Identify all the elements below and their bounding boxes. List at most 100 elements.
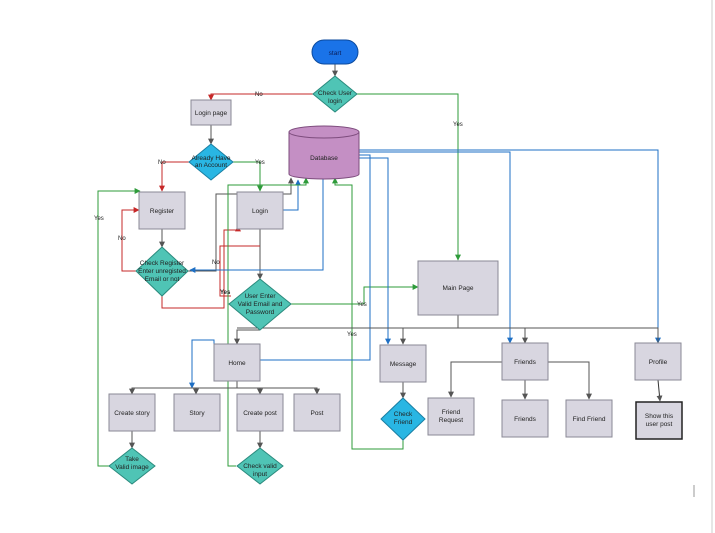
user-enter-valid-line1: User Enter <box>244 293 276 300</box>
create-post-node[interactable]: Create post <box>236 393 284 432</box>
edge-db-friends <box>358 151 513 344</box>
friends-label: Friends <box>514 359 536 366</box>
edge-already-register <box>159 161 189 192</box>
create-post-label: Create post <box>243 410 277 417</box>
edge-login-db <box>283 179 301 211</box>
friends-node[interactable]: Friends <box>501 342 549 381</box>
edge-takeimage-register <box>97 188 141 467</box>
edge-checkreg-register-no <box>121 207 140 272</box>
edge-home-children <box>129 381 238 395</box>
show-user-post-line2: user post <box>646 421 673 428</box>
database-label: Database <box>310 155 338 162</box>
edge-friends-find <box>548 361 592 400</box>
friends-list-node[interactable]: Friends <box>501 399 549 438</box>
check-user-login-line2: login <box>328 98 342 105</box>
user-enter-valid-node[interactable]: User Enter Valid Email and Password <box>228 278 292 331</box>
edge-main-profile <box>458 327 659 343</box>
label-yes-check-reg: Yes <box>220 290 231 296</box>
show-user-post-node[interactable]: Show this user post <box>635 401 683 440</box>
find-friend-node[interactable]: Find Friend <box>565 399 613 438</box>
register-label: Register <box>150 208 175 215</box>
already-have-line2: an Account <box>195 162 227 169</box>
login-node[interactable]: Login <box>236 191 284 230</box>
check-valid-input-line2: input <box>253 471 267 478</box>
edge-db-checkreg <box>189 178 324 273</box>
edge-db-message <box>358 157 391 345</box>
create-story-node[interactable]: Create story <box>108 393 156 432</box>
user-enter-valid-line3: Password <box>246 309 275 316</box>
nodes: start Check User login Login page Databa… <box>108 39 683 485</box>
message-label: Message <box>390 361 417 368</box>
story-node[interactable]: Story <box>173 393 221 432</box>
login-page-label: Login page <box>195 110 228 117</box>
edge-home-createpost <box>237 387 263 395</box>
edge-checkfriend-db <box>332 177 404 450</box>
profile-node[interactable]: Profile <box>634 342 682 381</box>
check-friend-node[interactable]: Check Friend <box>380 397 426 441</box>
edge-friends-request <box>448 361 502 398</box>
label-yes-main: Yes <box>453 122 463 128</box>
start-label: start <box>329 50 342 57</box>
edge-profile-show <box>656 379 663 402</box>
login-page-node[interactable]: Login page <box>190 99 232 126</box>
main-page-label: Main Page <box>442 285 473 292</box>
take-valid-image-line2: Valid image <box>115 464 149 471</box>
edge-checkreg-db <box>186 177 294 272</box>
post-node[interactable]: Post <box>293 393 341 432</box>
check-valid-input-node[interactable]: Check valid input <box>236 447 284 485</box>
main-page-node[interactable]: Main Page <box>417 260 499 316</box>
edge-valid-main <box>291 284 419 305</box>
find-friend-label: Find Friend <box>573 416 606 423</box>
login-label: Login <box>252 208 268 215</box>
create-story-label: Create story <box>114 410 150 417</box>
profile-label: Profile <box>649 359 668 366</box>
friends-list-label: Friends <box>514 416 536 423</box>
edge-validinput-db <box>227 177 309 467</box>
label-yes-left: Yes <box>94 216 104 222</box>
friend-request-line1: Friend <box>442 409 461 416</box>
edge-main-friends <box>458 327 528 344</box>
already-have-account-node[interactable]: Already Have an Account <box>188 143 234 181</box>
story-label: Story <box>189 410 205 417</box>
check-valid-input-line1: Check valid <box>243 463 277 470</box>
post-label: Post <box>310 410 323 417</box>
check-register-line3: Email or not <box>145 276 180 283</box>
label-no-loginpage: No <box>255 92 263 98</box>
edge-valid-login-no <box>219 245 260 297</box>
message-node[interactable]: Message <box>379 344 427 383</box>
edge-db-profile <box>358 149 661 344</box>
check-friend-line2: Friend <box>394 419 413 426</box>
take-valid-image-node[interactable]: Take Valid image <box>108 447 156 485</box>
user-enter-valid-line2: Valid Email and <box>238 301 283 308</box>
check-user-login-node[interactable]: Check User login <box>312 75 358 113</box>
edge-check-main <box>357 93 461 261</box>
home-node[interactable]: Home <box>213 343 261 382</box>
take-valid-image-line1: Take <box>125 456 139 463</box>
database-node[interactable]: Database <box>288 125 360 180</box>
edge-valid-home <box>234 329 260 345</box>
check-user-login-line1: Check User <box>318 90 353 97</box>
check-friend-line1: Check <box>394 411 413 418</box>
label-yes-db: Yes <box>347 332 357 338</box>
friend-request-node[interactable]: Friend Request <box>427 397 475 436</box>
label-yes-valid: Yes <box>357 302 367 308</box>
label-no-reg-loop: No <box>118 236 126 242</box>
label-no-check-reg: No <box>212 260 220 266</box>
friend-request-line2: Request <box>439 417 463 424</box>
register-node[interactable]: Register <box>138 191 186 230</box>
check-register-node[interactable]: Check Register Enter unregisted Email or… <box>135 246 189 297</box>
check-register-line1: Check Register <box>140 260 185 267</box>
label-no-register: No <box>158 160 166 166</box>
start-node[interactable]: start <box>311 39 359 65</box>
check-register-line2: Enter unregisted <box>138 268 186 275</box>
label-yes-login: Yes <box>255 160 265 166</box>
edge-check-loginpage <box>208 93 313 101</box>
already-have-line1: Already Have <box>191 155 230 162</box>
show-user-post-line1: Show this <box>645 413 674 420</box>
home-label: Home <box>228 360 246 367</box>
edge-labels: No Yes No Yes Yes No No Yes Yes Yes <box>94 92 463 338</box>
edge-home-post <box>260 387 320 395</box>
edge-already-login <box>233 161 263 192</box>
edge-main-message <box>400 327 440 345</box>
